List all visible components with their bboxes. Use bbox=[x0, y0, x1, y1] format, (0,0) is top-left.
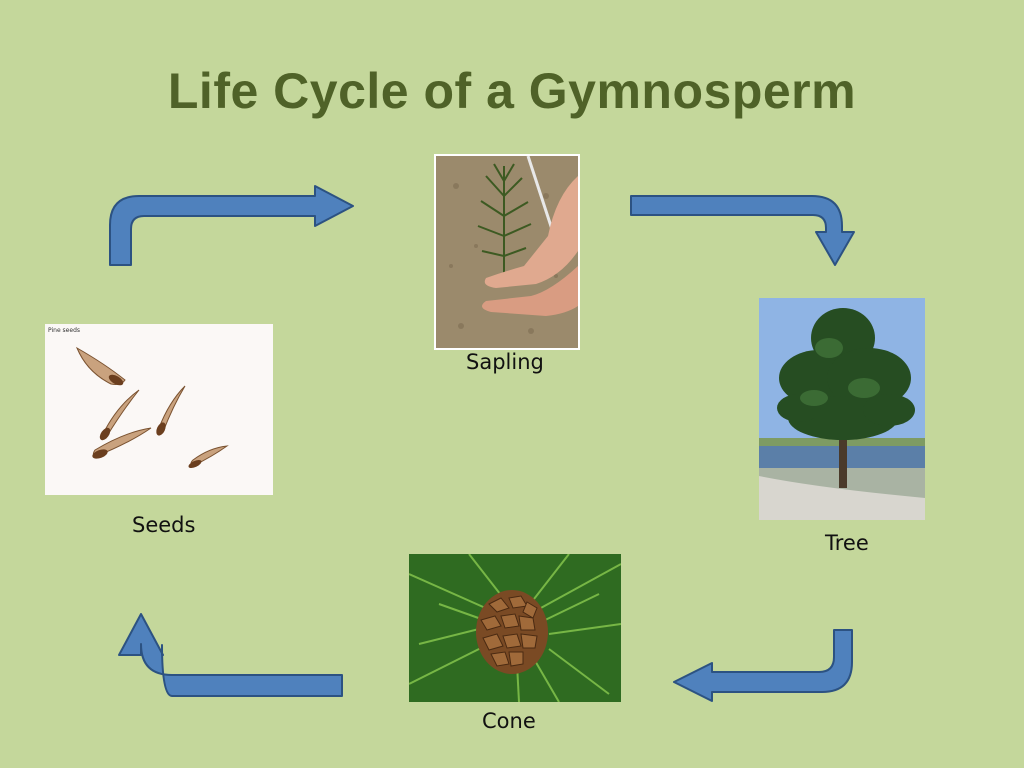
arrow-seeds-to-sapling bbox=[109, 185, 354, 266]
arrow-sapling-to-tree bbox=[630, 195, 855, 266]
tree-photo bbox=[759, 298, 925, 520]
sapling-photo bbox=[434, 154, 580, 350]
sapling-label: Sapling bbox=[466, 350, 544, 374]
seeds-label: Seeds bbox=[132, 513, 196, 537]
cone-photo bbox=[409, 554, 621, 702]
arrow-cone-to-seeds bbox=[118, 613, 343, 697]
seeds-photo: Pine seeds bbox=[45, 324, 273, 495]
tree-label: Tree bbox=[825, 531, 869, 555]
slide-title: Life Cycle of a Gymnosperm bbox=[167, 63, 857, 119]
arrow-tree-to-cone bbox=[673, 629, 853, 702]
seeds-photo-caption: Pine seeds bbox=[48, 327, 80, 334]
cone-label: Cone bbox=[482, 709, 536, 733]
